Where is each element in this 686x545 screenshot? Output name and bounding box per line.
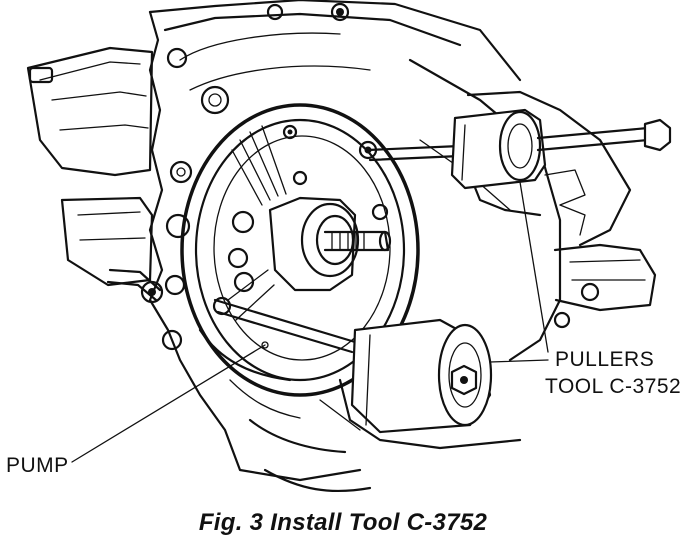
lower-puller-tool <box>212 296 522 450</box>
pullers-label-line1: PULLERS <box>555 348 654 371</box>
upper-puller-tool <box>366 90 672 247</box>
callout-leaders <box>71 181 549 463</box>
pump-label: PUMP <box>6 454 69 477</box>
case-extension-right <box>408 58 657 362</box>
valve-body-bracket <box>26 46 164 304</box>
figure-caption: Fig. 3 Install Tool C-3752 <box>198 509 488 536</box>
pullers-label-line2: TOOL C-3752 <box>545 375 681 398</box>
pump-housing <box>180 103 420 397</box>
